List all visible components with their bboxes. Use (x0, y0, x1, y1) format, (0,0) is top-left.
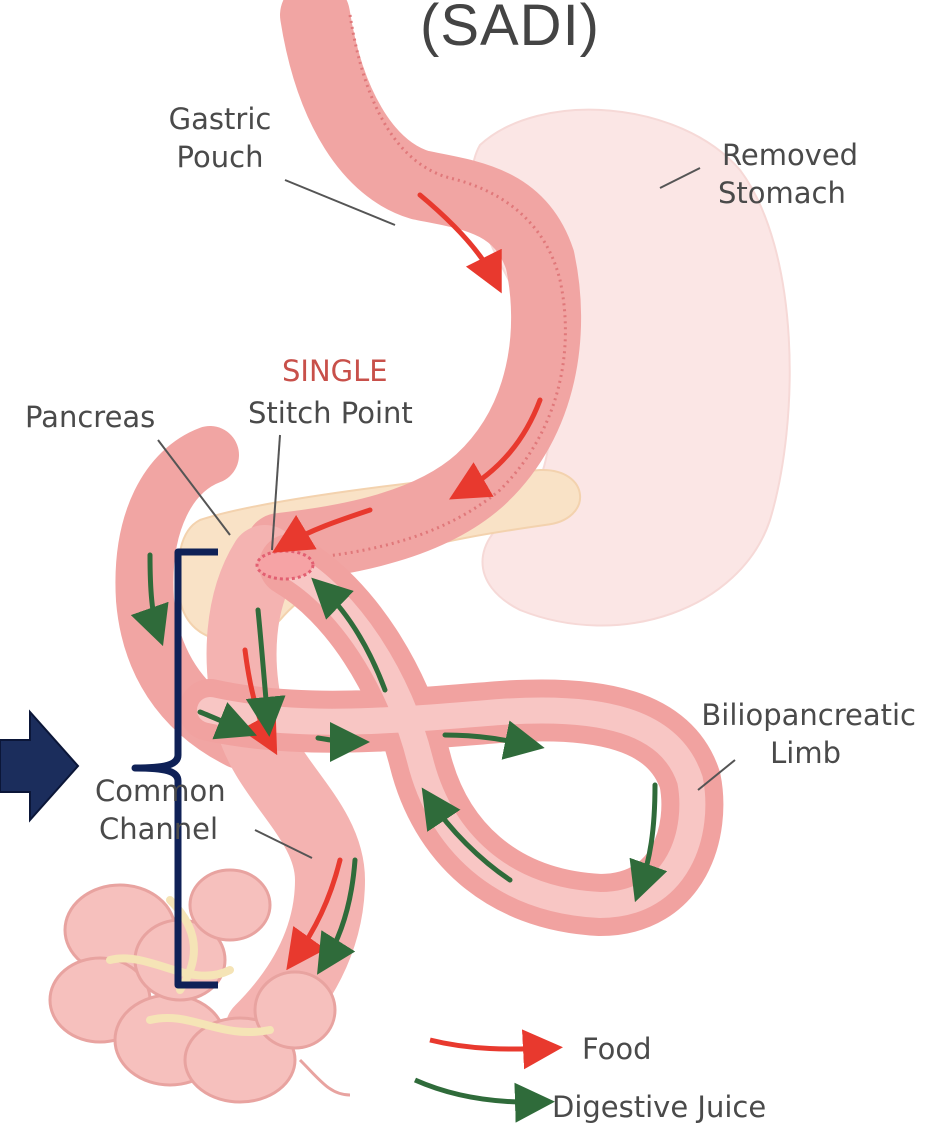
legend-juice-arrow (415, 1080, 540, 1102)
common-channel-shape (242, 560, 330, 1030)
stitch-point-mark (257, 551, 313, 579)
pointer-arrow-icon (0, 712, 78, 820)
legend-food-label: Food (582, 1030, 652, 1068)
legend-digestive-juice-label: Digestive Juice (552, 1088, 766, 1126)
label-single: SINGLE (282, 352, 388, 390)
label-stitch-point: Stitch Point (248, 394, 413, 432)
gastric-pouch-shape (280, 15, 546, 548)
diagram-title: (SADI) (420, 0, 600, 59)
legend-food-arrow (430, 1040, 548, 1049)
label-pancreas: Pancreas (25, 398, 155, 436)
